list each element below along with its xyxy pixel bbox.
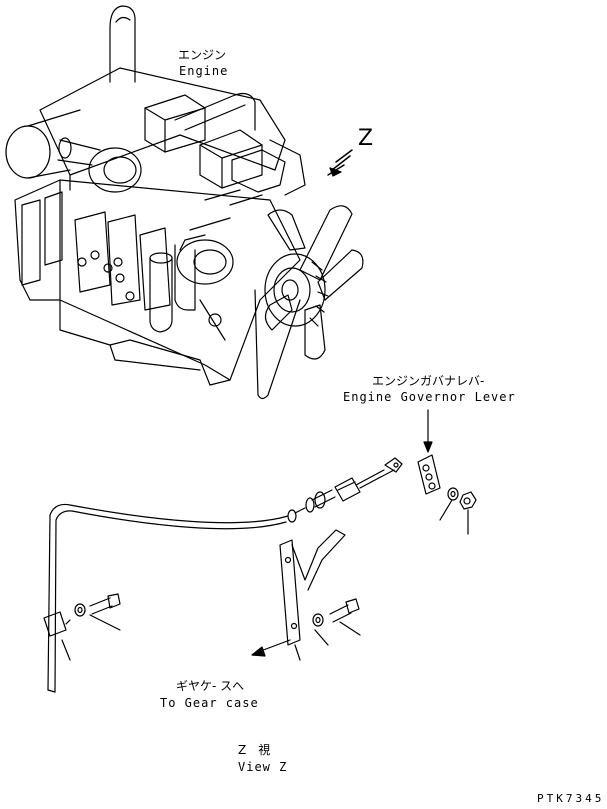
view-marker-z: Z xyxy=(358,126,375,151)
engine-label-en: Engine xyxy=(179,64,229,78)
lever-label-jp: エンジンガバナレバ- xyxy=(372,374,485,388)
gearcase-arrow xyxy=(251,639,291,657)
gearcase-label-en: To Gear case xyxy=(160,696,259,710)
lever-label-en: Engine Governor Lever xyxy=(343,390,516,404)
cable-rod-end xyxy=(287,457,403,523)
governor-lever-plate xyxy=(417,454,441,495)
cable-bracket xyxy=(279,529,346,661)
view-z-arrow xyxy=(327,149,353,177)
engine-label-jp: エンジン xyxy=(178,48,227,62)
bolt-washer-left xyxy=(74,593,121,631)
lever-leader-arrow xyxy=(423,409,433,453)
governor-cable xyxy=(47,503,289,693)
gearcase-label-jp: ギヤケ- スへ xyxy=(176,679,245,693)
view-label-en: View Z xyxy=(238,760,288,774)
engine-illustration xyxy=(5,5,364,400)
bolt-washer-right xyxy=(312,598,361,646)
cable-clamp xyxy=(43,611,71,661)
drawing-code: PTK7345 xyxy=(537,792,605,805)
washer-nut-upper xyxy=(439,487,477,535)
view-label-jp: Z 視 xyxy=(238,743,271,757)
